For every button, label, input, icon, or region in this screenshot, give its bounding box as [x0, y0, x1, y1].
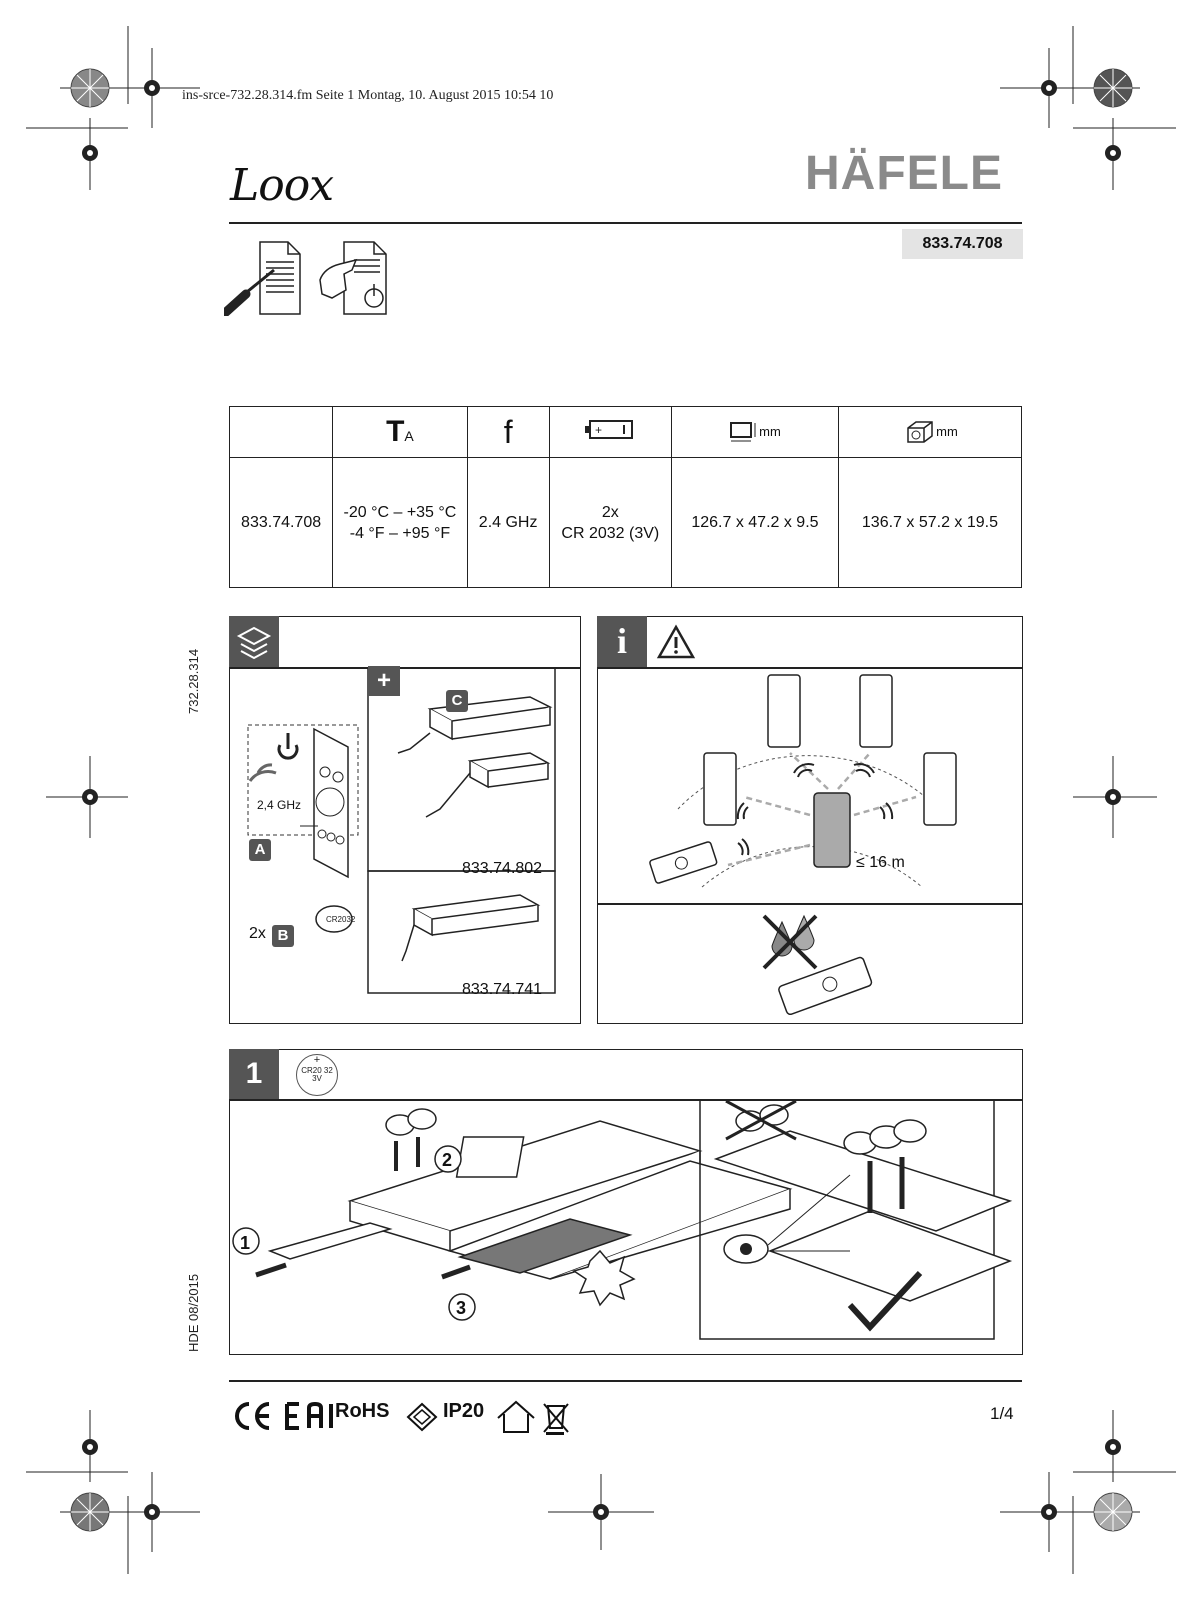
- eac-mark: [285, 1401, 333, 1430]
- ip-rating: IP20: [443, 1400, 485, 1422]
- freq-label: 2,4 GHz: [257, 798, 302, 812]
- spec-header-dimensions: mm: [671, 406, 839, 458]
- page-number: 1/4: [990, 1404, 1014, 1423]
- step1-panel: [229, 1049, 1023, 1355]
- spec-frequency: 2.4 GHz: [466, 457, 550, 588]
- battery-install-illustration: [232, 1101, 1013, 1340]
- contents-panel: [229, 616, 581, 1024]
- indoor-use-icon: [497, 1400, 535, 1433]
- screwdriver-icon: [224, 268, 275, 316]
- loox-logo: Loox: [230, 160, 334, 211]
- spec-package: 136.7 x 57.2 x 19.5: [837, 457, 1023, 588]
- receiver-part-2: 833.74.741: [462, 981, 543, 998]
- document-icon-2: [343, 241, 387, 315]
- sound-burst-icon: [572, 1249, 636, 1307]
- edition-vertical: HDE 08/2015: [186, 1273, 201, 1352]
- dimensions-icon: [730, 422, 756, 442]
- info-panel: [597, 616, 1023, 1024]
- article-number: 833.74.708: [902, 229, 1023, 259]
- hafele-logo: HÄFELE: [805, 147, 1003, 200]
- coin-battery: CR2032: [315, 905, 356, 933]
- spec-temperature: -20 °C – +35 °C-4 °F – +95 °F: [332, 457, 468, 588]
- callout-3: 3: [456, 1298, 467, 1318]
- info-icon: i: [597, 616, 647, 667]
- receiver-part-1: 833.74.802: [462, 860, 543, 877]
- signal-waves: [736, 762, 894, 856]
- battery-qty: 2x: [249, 925, 266, 942]
- remote-small: [649, 841, 718, 884]
- protection-class-iii-icon: [406, 1402, 438, 1432]
- coin-cells: [385, 1108, 437, 1136]
- contents-illustration: CR2032: [247, 669, 556, 994]
- power-icon: [277, 733, 299, 760]
- spec-header-freq: f: [466, 406, 550, 458]
- header-rule: [229, 222, 1022, 224]
- lights: [703, 674, 957, 826]
- callout-2: 2: [442, 1150, 453, 1170]
- indoor-weee-icons: [497, 1400, 569, 1435]
- certification-marks: [235, 1401, 333, 1430]
- spec-header-article: [228, 406, 334, 458]
- doc-number-vertical: 732.28.314: [186, 648, 201, 714]
- cr2032-battery-icon: + CR20 32 3V: [296, 1054, 338, 1096]
- package-icon: [907, 421, 933, 443]
- svg-text:+: +: [595, 423, 602, 437]
- tag-a: A: [249, 839, 271, 861]
- rohs-mark: RoHS: [335, 1400, 390, 1422]
- document-icon: [259, 241, 301, 315]
- receiver-hub: [411, 696, 553, 937]
- spec-header-battery: +: [548, 406, 673, 458]
- callout-1: 1: [240, 1233, 251, 1253]
- footer-rule: [229, 1380, 1022, 1382]
- weee-bin-icon: [543, 1403, 569, 1433]
- tag-c: C: [446, 690, 468, 712]
- spec-dimensions: 126.7 x 47.2 x 9.5: [671, 457, 839, 588]
- ce-mark: [235, 1402, 250, 1430]
- spec-header-package: mm: [837, 406, 1023, 458]
- eye-icon: [723, 1234, 769, 1264]
- remote-control: [313, 727, 349, 879]
- spec-table: TA f + mm mm 833.74.708 -20 °C – +35: [228, 406, 1023, 588]
- spec-header-temp: TA: [332, 406, 468, 458]
- package-contents-icon: [229, 616, 279, 667]
- spec-article: 833.74.708: [228, 457, 334, 588]
- print-header: ins-srce-732.28.314.fm Seite 1 Montag, 1…: [182, 88, 554, 103]
- instruction-icons: [224, 241, 387, 316]
- svg-text:CR2032: CR2032: [326, 915, 356, 924]
- receiver: [813, 792, 851, 868]
- range-label: ≤ 16 m: [856, 854, 905, 871]
- tag-b: B: [272, 925, 294, 947]
- range-diagram: [649, 674, 957, 888]
- wireless-waves-icon: [248, 763, 277, 782]
- warning-icon: [656, 624, 696, 659]
- no-water-icon: [762, 914, 873, 1016]
- step-number: 1: [229, 1049, 279, 1099]
- accessory-plus: +: [368, 666, 400, 696]
- battery-icon: +: [585, 419, 634, 439]
